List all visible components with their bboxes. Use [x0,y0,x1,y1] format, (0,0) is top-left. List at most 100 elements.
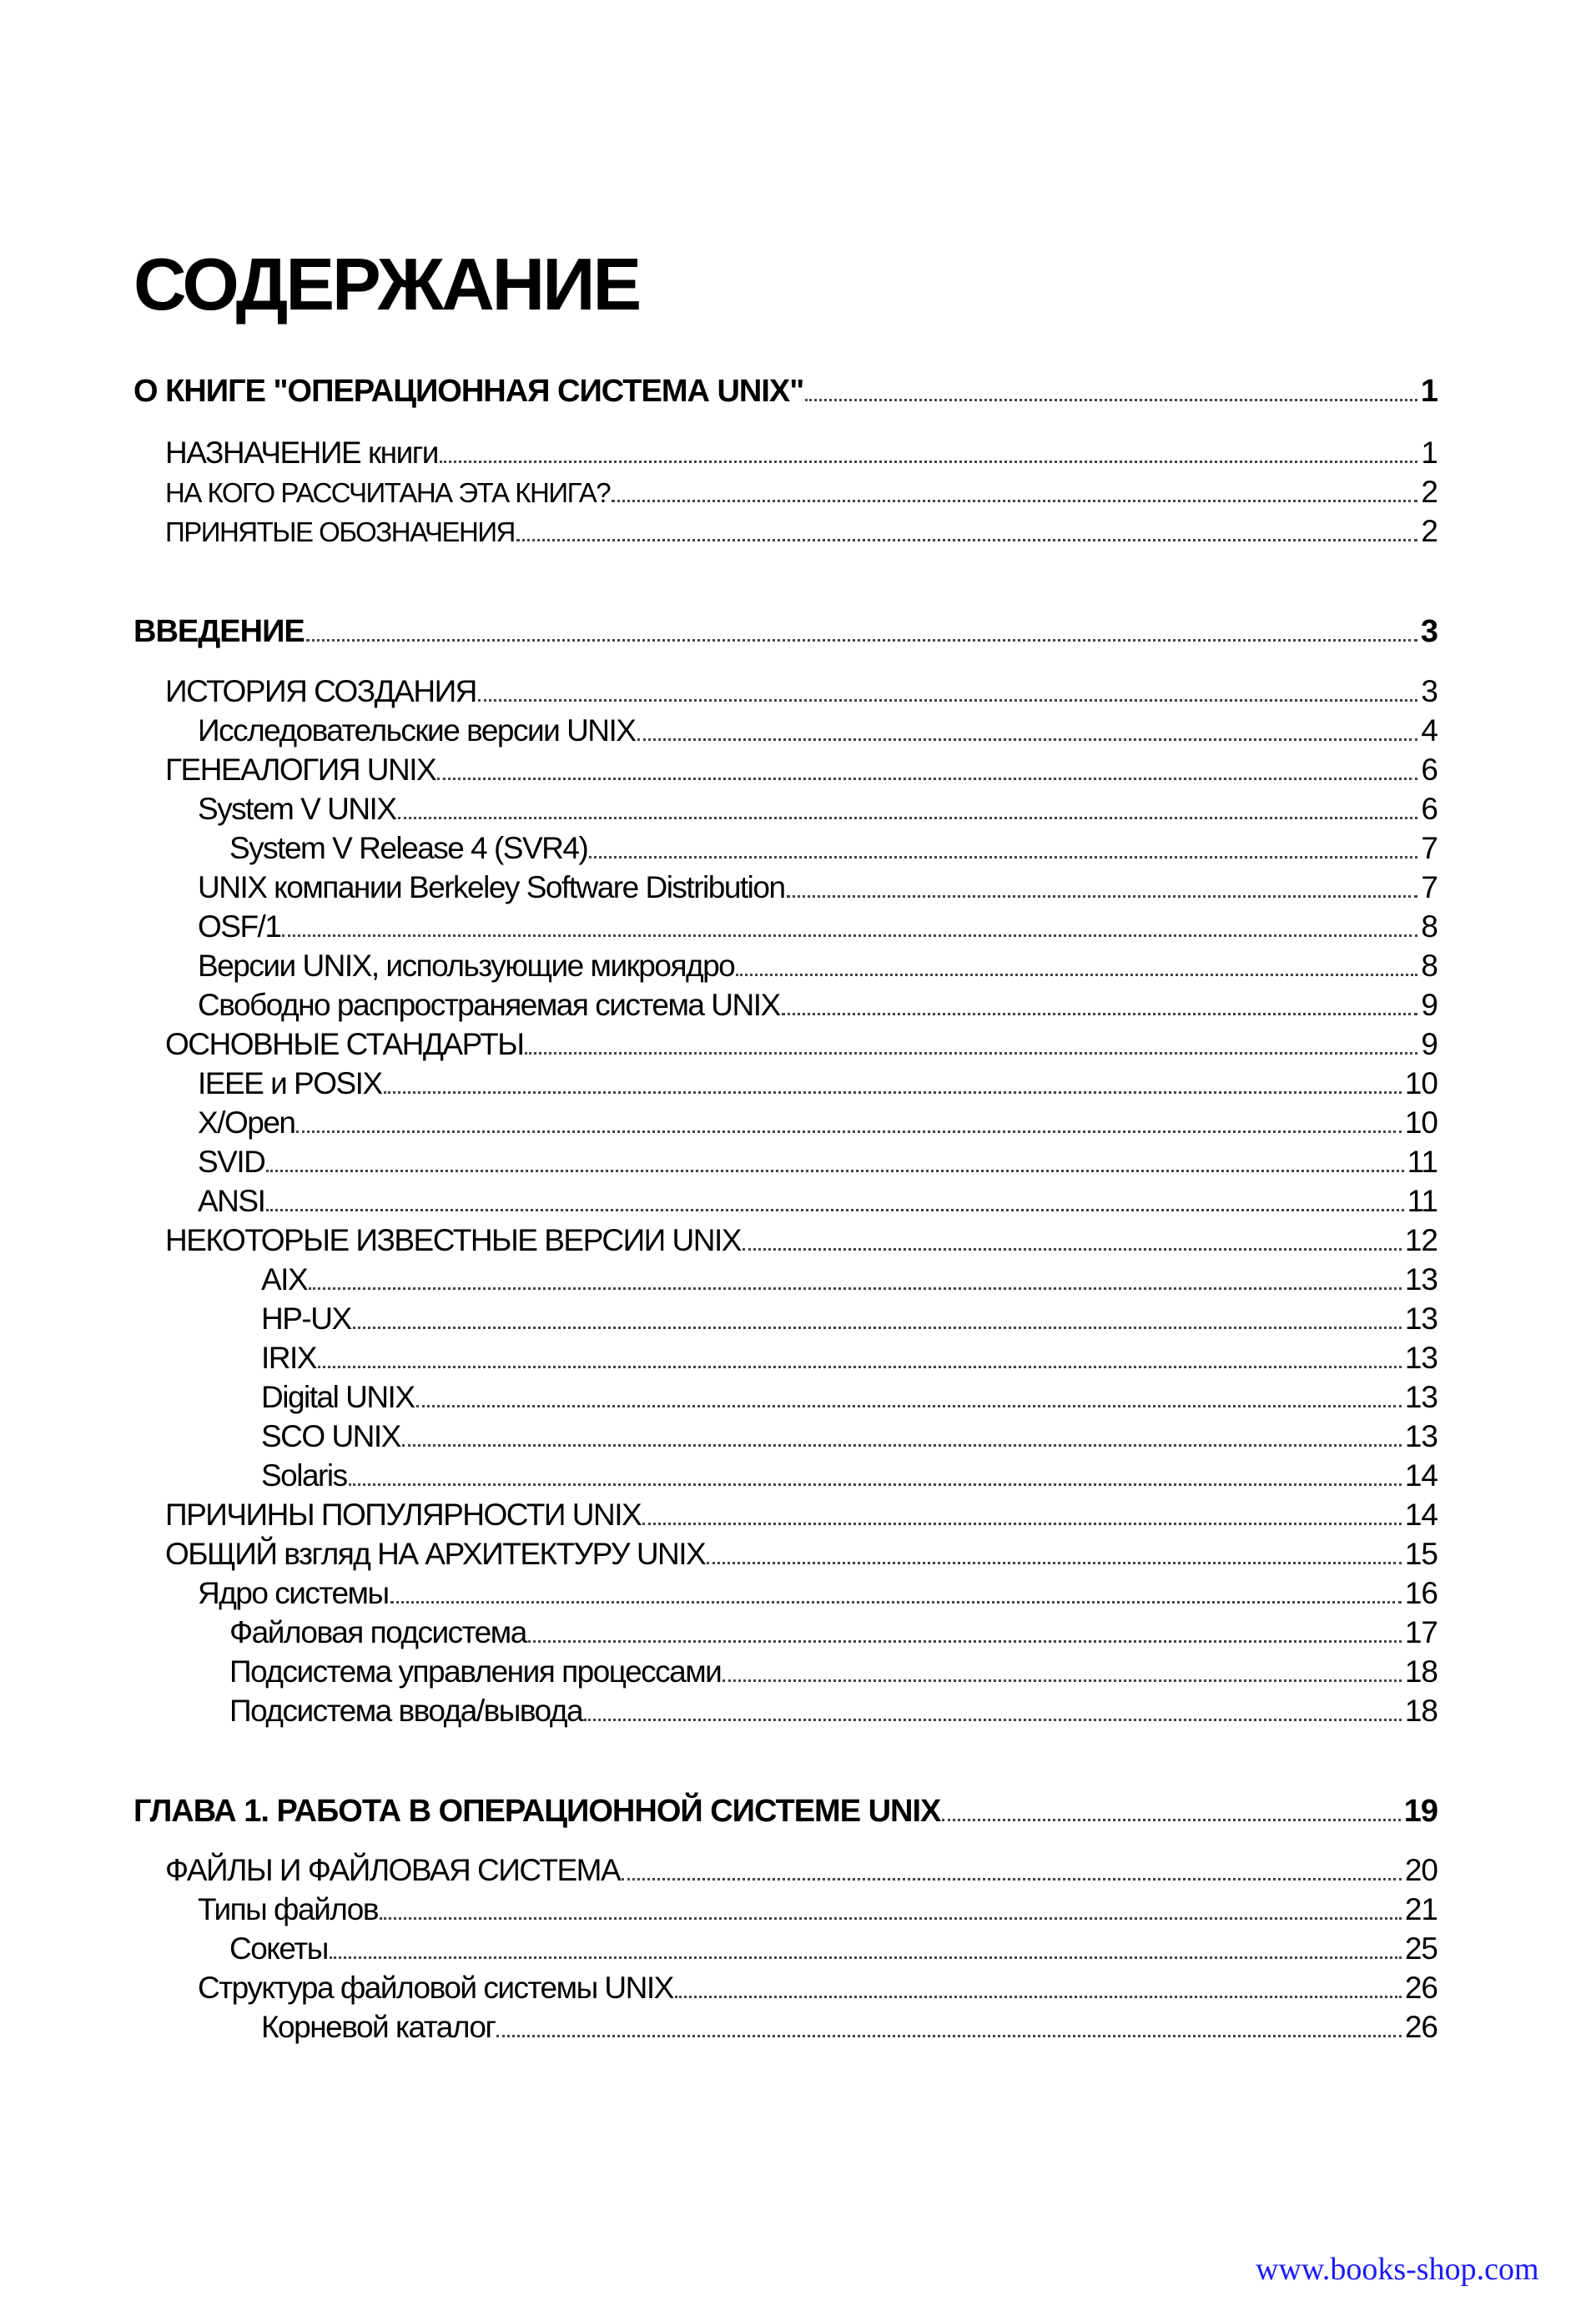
toc-entry-title: UNIX компании Berkeley Software Distribu… [198,870,786,904]
dot-leader [296,1130,1402,1133]
toc-entry-page: 7 [1421,870,1438,904]
toc-entry-title: ФАЙЛЫ И ФАЙЛОВАЯ СИСТЕМА [165,1853,622,1887]
toc-entry-title: ГЛАВА 1. РАБОТА В ОПЕРАЦИОННОЙ СИСТЕМЕ U… [133,1794,941,1829]
toc-entry[interactable]: ГЕНЕАЛОГИЯ UNIX 6 [165,753,1438,791]
dot-leader [707,1562,1402,1564]
toc-entry-page: 20 [1404,1853,1438,1887]
toc-entry[interactable]: UNIX компании Berkeley Software Distribu… [198,870,1438,909]
dot-leader [674,1996,1402,1998]
toc-entry[interactable]: Файловая подсистема 17 [229,1615,1438,1654]
toc-entry-page: 26 [1404,1971,1438,2005]
toc-entry-page: 13 [1404,1419,1438,1453]
toc-entry-title: AIX [261,1262,309,1297]
toc-entry[interactable]: System V Release 4 (SVR4)7 [229,831,1438,869]
toc-entry-page: 3 [1420,614,1438,649]
toc-entry-title: Сокеты [229,1931,329,1966]
toc-entry-title: IRIX [261,1341,317,1375]
page-title: СОДЕРЖАНИЕ [133,243,642,325]
toc-entry-title: ГЕНЕАЛОГИЯ UNIX [165,753,437,787]
footer-website-link[interactable]: www.books-shop.com [1256,2252,1539,2287]
toc-entry-page: 13 [1404,1341,1438,1375]
dot-leader [415,1405,1402,1407]
toc-entry-page: 13 [1404,1380,1438,1414]
toc-entry-title: OSF/1 [198,909,282,944]
toc-entry-title: ОСНОВНЫЕ СТАНДАРТЫ [165,1027,525,1061]
dot-leader [266,1209,1404,1211]
dot-leader [584,1719,1402,1721]
dot-leader [317,1366,1402,1368]
toc-entry-page: 26 [1404,2010,1438,2044]
toc-entry[interactable]: ФАЙЛЫ И ФАЙЛОВАЯ СИСТЕМА 20 [165,1853,1438,1891]
dot-leader [781,1013,1418,1015]
toc-entry-page: 4 [1421,713,1438,748]
toc-entry-title: Подсистема ввода/вывода [229,1694,584,1728]
dot-leader [589,856,1418,858]
toc-entry-title: SCO UNIX [261,1419,401,1453]
dot-leader [401,1444,1402,1447]
dot-leader [622,1878,1402,1881]
toc-entry-title: System V Release 4 (SVR4) [229,831,589,865]
dot-leader [282,934,1418,937]
toc-entry-title: Файловая подсистема [229,1615,527,1649]
dot-leader [527,1640,1402,1643]
dot-leader [612,500,1418,502]
toc-entry-page: 11 [1407,1184,1438,1218]
dot-leader [786,895,1418,898]
toc-chapter-entry[interactable]: О КНИГЕ "ОПЕРАЦИОННАЯ СИСТЕМА UNIX"1 [133,374,1438,412]
dot-leader [266,1170,1404,1172]
toc-entry[interactable]: НА КОГО РАССЧИТАНА ЭТА КНИГА?2 [165,475,1438,513]
toc-entry-title: SVID [198,1145,266,1179]
toc-entry-page: 2 [1421,475,1438,509]
toc-entry[interactable]: SVID 11 [198,1145,1438,1183]
toc-entry-title: X/Open [198,1105,296,1140]
toc-entry-page: 11 [1407,1145,1438,1179]
toc-entry[interactable]: SCO UNIX 13 [261,1419,1438,1458]
toc-entry-page: 15 [1404,1537,1438,1571]
dot-leader [352,1327,1402,1329]
toc-entry-page: 17 [1404,1615,1438,1649]
toc-entry[interactable]: IRIX 13 [261,1341,1438,1379]
toc-entry-page: 6 [1421,753,1438,787]
toc-entry-page: 3 [1421,674,1438,708]
toc-entry-page: 19 [1403,1794,1438,1829]
toc-entry-page: 9 [1421,988,1438,1022]
dot-leader [379,1917,1402,1920]
toc-entry-page: 8 [1421,949,1438,983]
toc-entry-page: 25 [1404,1931,1438,1966]
toc-entry[interactable]: Сокеты 25 [229,1931,1438,1970]
toc-entry-title: IEEE и POSIX [198,1066,383,1100]
toc-chapter-entry[interactable]: ГЛАВА 1. РАБОТА В ОПЕРАЦИОННОЙ СИСТЕМЕ U… [133,1794,1438,1832]
dot-leader [390,1601,1402,1604]
toc-entry-title: Структура файловой системы UNIX [198,1971,674,2005]
toc-entry-title: Ядро системы [198,1576,390,1610]
dot-leader [642,1523,1402,1525]
toc-entry-page: 18 [1404,1654,1438,1689]
toc-entry-title: ПРИНЯТЫЕ ОБОЗНАЧЕНИЯ [165,516,516,547]
toc-entry[interactable]: Структура файловой системы UNIX 26 [198,1971,1438,2009]
